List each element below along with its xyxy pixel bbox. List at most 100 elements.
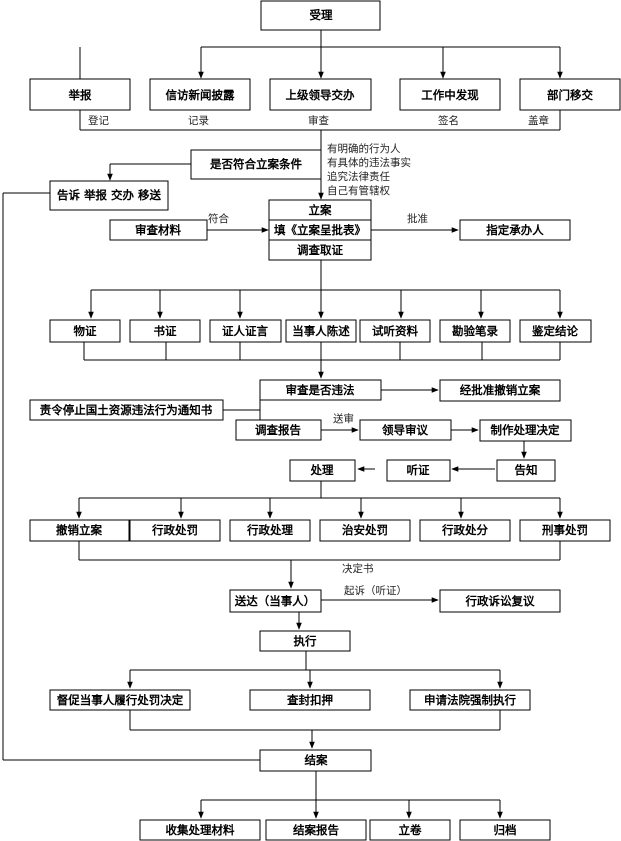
- node-conditions: 是否符合立案条件: [190, 149, 322, 180]
- svg-text:立案: 立案: [309, 203, 332, 217]
- node-seize: 查封扣押: [249, 689, 371, 711]
- node-revoke-approve: 经批准撤销立案: [439, 379, 561, 402]
- label-cond-3: 追究法律责任: [327, 170, 390, 183]
- node-found: 工作中发现: [399, 78, 501, 111]
- node-evidence-document: 书证: [129, 319, 201, 343]
- svg-text:举报: 举报: [68, 88, 92, 102]
- node-evidence-appraisal: 鉴定结论: [519, 319, 592, 343]
- node-execute: 执行: [259, 630, 351, 652]
- svg-text:物证: 物证: [74, 324, 97, 338]
- svg-text:审查是否违法: 审查是否违法: [286, 383, 355, 397]
- svg-text:当事人陈述: 当事人陈述: [292, 324, 350, 338]
- svg-text:上级领导交办: 上级领导交办: [286, 88, 355, 102]
- node-collect: 收集处理材料: [139, 819, 261, 841]
- node-urge: 督促当事人履行处罚决定: [49, 689, 191, 711]
- label-approve: 批准: [407, 212, 428, 225]
- node-investigate: 调查取证: [268, 239, 372, 261]
- edge-labels: 登记 记录 审查 签名 盖章 有明确的行为人 有具体的违法事实 追究法律责任 自…: [88, 114, 549, 597]
- node-notify: 告知: [496, 459, 556, 482]
- svg-text:信访新闻披露: 信访新闻披露: [166, 88, 235, 102]
- label-prosecute: 起诉（听证）: [344, 584, 407, 597]
- node-inform: 告诉 举报 交办 移送: [49, 180, 169, 211]
- label-cond-4: 自己有管辖权: [327, 184, 390, 197]
- svg-text:查封扣押: 查封扣押: [286, 693, 333, 707]
- node-handle: 处理: [289, 459, 356, 482]
- svg-text:书证: 书证: [154, 324, 177, 338]
- svg-text:制作处理决定: 制作处理决定: [491, 423, 560, 437]
- node-evidence-party: 当事人陈述: [285, 319, 357, 343]
- node-review-material: 审查材料: [109, 219, 208, 241]
- svg-text:听证: 听证: [407, 463, 430, 477]
- label-register: 登记: [88, 114, 109, 127]
- svg-text:归档: 归档: [494, 823, 517, 837]
- node-close-report: 结案报告: [265, 819, 367, 841]
- svg-text:收集处理材料: 收集处理材料: [166, 823, 235, 837]
- label-decision-doc: 决定书: [342, 562, 374, 575]
- connectors: [2, 30, 563, 819]
- label-sign: 签名: [438, 114, 459, 127]
- node-evidence-witness: 证人证言: [209, 319, 282, 343]
- label-record: 记录: [188, 115, 209, 127]
- svg-text:填《立案呈批表》: 填《立案呈批表》: [274, 223, 366, 237]
- svg-text:刑事处罚: 刑事处罚: [542, 523, 588, 537]
- node-outcome-criminal: 刑事处罚: [519, 519, 611, 542]
- svg-text:是否符合立案条件: 是否符合立案条件: [209, 157, 302, 171]
- svg-text:审查材料: 审查材料: [135, 223, 181, 237]
- label-send-review: 送审: [333, 412, 354, 425]
- node-outcome-security: 治安处罚: [319, 519, 411, 542]
- label-seal: 盖章: [528, 114, 549, 127]
- node-litigation: 行政诉讼复议: [439, 589, 561, 613]
- label-cond-2: 有具体的违法事实: [327, 156, 411, 169]
- svg-text:行政处理: 行政处理: [246, 523, 293, 537]
- label-review: 审查: [308, 114, 329, 127]
- node-hearing: 听证: [386, 459, 451, 482]
- node-archive: 归档: [459, 819, 551, 841]
- svg-text:证人证言: 证人证言: [222, 324, 268, 338]
- svg-text:调查取证: 调查取证: [297, 243, 343, 257]
- node-deliver: 送达（当事人）: [229, 589, 322, 613]
- node-accept: 受理: [260, 0, 381, 31]
- node-outcome-admin-sanction: 行政处分: [419, 519, 511, 542]
- svg-text:执行: 执行: [294, 634, 317, 648]
- node-outcome-admin-handle: 行政处理: [229, 519, 311, 542]
- node-evidence-audio: 试听资料: [359, 319, 431, 343]
- node-outcome-admin-penalty: 行政处罚: [129, 519, 221, 542]
- svg-text:立卷: 立卷: [399, 823, 422, 837]
- svg-text:告知: 告知: [515, 463, 538, 477]
- node-court: 申请法院强制执行: [409, 689, 531, 711]
- svg-text:治安处罚: 治安处罚: [342, 523, 388, 537]
- svg-text:经批准撤销立案: 经批准撤销立案: [460, 383, 541, 397]
- node-report: 举报: [29, 78, 131, 111]
- svg-text:结案: 结案: [304, 753, 328, 767]
- node-letters: 信访新闻披露: [149, 78, 251, 111]
- node-close-case: 结案: [259, 749, 372, 772]
- svg-text:处理: 处理: [310, 463, 334, 477]
- node-leader-review: 领导审议: [359, 419, 452, 441]
- svg-text:行政处罚: 行政处罚: [151, 523, 198, 537]
- node-evidence-physical: 物证: [49, 319, 121, 343]
- node-file-case: 立案: [268, 199, 372, 221]
- svg-text:行政诉讼复议: 行政诉讼复议: [465, 594, 535, 608]
- svg-text:领导审议: 领导审议: [381, 423, 428, 437]
- svg-text:送达（当事人）: 送达（当事人）: [234, 594, 316, 608]
- node-superior: 上级领导交办: [269, 78, 372, 111]
- node-fill-form: 填《立案呈批表》: [268, 219, 372, 241]
- svg-text:撤销立案: 撤销立案: [56, 523, 102, 537]
- svg-text:结案报告: 结案报告: [292, 823, 339, 837]
- node-check-illegal: 审查是否违法: [259, 379, 382, 401]
- svg-text:试听资料: 试听资料: [372, 324, 418, 338]
- svg-text:督促当事人履行处罚决定: 督促当事人履行处罚决定: [57, 693, 184, 707]
- svg-text:勘验笔录: 勘验笔录: [452, 324, 498, 338]
- svg-text:申请法院强制执行: 申请法院强制执行: [424, 693, 516, 707]
- svg-text:行政处分: 行政处分: [441, 523, 488, 537]
- svg-text:责令停止国土资源违法行为通知书: 责令停止国土资源违法行为通知书: [40, 403, 213, 417]
- label-cond-1: 有明确的行为人: [327, 142, 401, 155]
- node-outcome-revoke: 撤销立案: [29, 519, 130, 542]
- node-make-decision: 制作处理决定: [479, 419, 572, 442]
- node-inv-report: 调查报告: [235, 419, 322, 441]
- svg-text:工作中发现: 工作中发现: [421, 88, 479, 102]
- svg-text:告诉 举报 交办 移送: 告诉 举报 交办 移送: [57, 188, 162, 202]
- svg-text:调查报告: 调查报告: [255, 423, 301, 437]
- svg-text:指定承办人: 指定承办人: [486, 223, 544, 237]
